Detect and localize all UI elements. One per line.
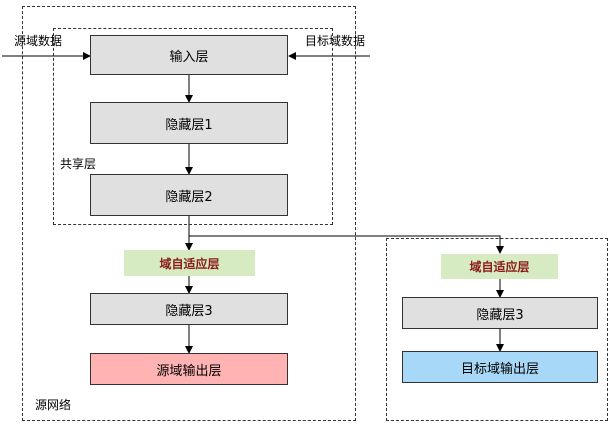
hidden-layer-1: 隐藏层1: [90, 102, 288, 144]
target-hidden-layer-3: 隐藏层3: [402, 297, 598, 329]
source-data-label: 源域数据: [14, 34, 63, 48]
target-network-group: [386, 238, 608, 421]
source-hidden-layer-3: 隐藏层3: [90, 293, 288, 325]
source-domain-adaptation-layer: 域自适应层: [124, 250, 255, 276]
target-data-label: 目标域数据: [305, 34, 366, 48]
hidden-layer-2: 隐藏层2: [90, 174, 288, 216]
source-network-label: 源网络: [35, 398, 72, 412]
source-output-layer: 源域输出层: [90, 353, 288, 385]
target-output-layer: 目标域输出层: [402, 351, 598, 383]
shared-layer-group: [53, 28, 333, 225]
target-domain-adaptation-layer: 域自适应层: [441, 254, 558, 279]
source-network-group: [22, 6, 356, 421]
shared-layer-label: 共享层: [60, 157, 97, 171]
input-layer: 输入层: [90, 35, 288, 75]
